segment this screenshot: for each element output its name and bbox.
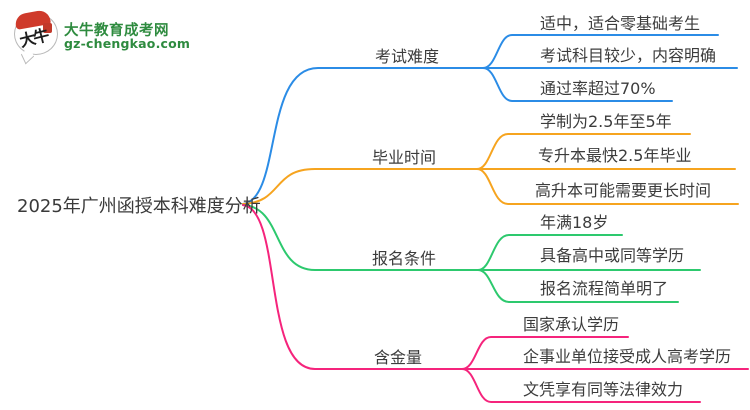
leaf-node: 文凭享有同等法律效力 xyxy=(523,380,684,399)
logo-bubble-icon: 大牛 xyxy=(13,9,58,65)
logo-title: 大牛教育成考网 xyxy=(64,23,169,39)
branch-label-exam-difficulty: 考试难度 xyxy=(375,47,440,66)
leaf-node: 年满18岁 xyxy=(540,213,609,232)
leaf-node: 报名流程简单明了 xyxy=(540,279,669,298)
logo-red-seal-icon xyxy=(43,23,52,33)
branch-label-enrollment-conditions: 报名条件 xyxy=(372,249,437,268)
root-topic: 2025年广州函授本科难度分析 xyxy=(17,196,261,217)
leaf-node: 企事业单位接受成人高考学历 xyxy=(523,347,732,366)
logo-url: gz-chengkao.com xyxy=(64,36,191,51)
branch-enrollment-conditions-lines xyxy=(242,204,701,303)
site-logo[interactable]: 大牛 大牛教育成考网 gz-chengkao.com xyxy=(0,0,190,65)
leaf-node: 通过率超过70% xyxy=(540,79,656,98)
leaf-node: 高升本可能需要更长时间 xyxy=(535,181,712,200)
leaf-node: 适中，适合零基础考生 xyxy=(540,14,701,33)
branch-graduation-time-lines xyxy=(242,133,739,205)
leaf-node: 专升本最快2.5年毕业 xyxy=(538,146,692,165)
branch-value-lines xyxy=(242,204,749,403)
leaf-node: 具备高中或同等学历 xyxy=(540,246,685,265)
branch-exam-difficulty-lines xyxy=(242,34,738,205)
leaf-node: 学制为2.5年至5年 xyxy=(540,112,672,131)
branch-label-value: 含金量 xyxy=(374,348,423,367)
leaf-node: 国家承认学历 xyxy=(523,315,620,334)
branch-label-graduation-time: 毕业时间 xyxy=(372,148,437,167)
leaf-node: 考试科目较少，内容明确 xyxy=(540,46,717,65)
